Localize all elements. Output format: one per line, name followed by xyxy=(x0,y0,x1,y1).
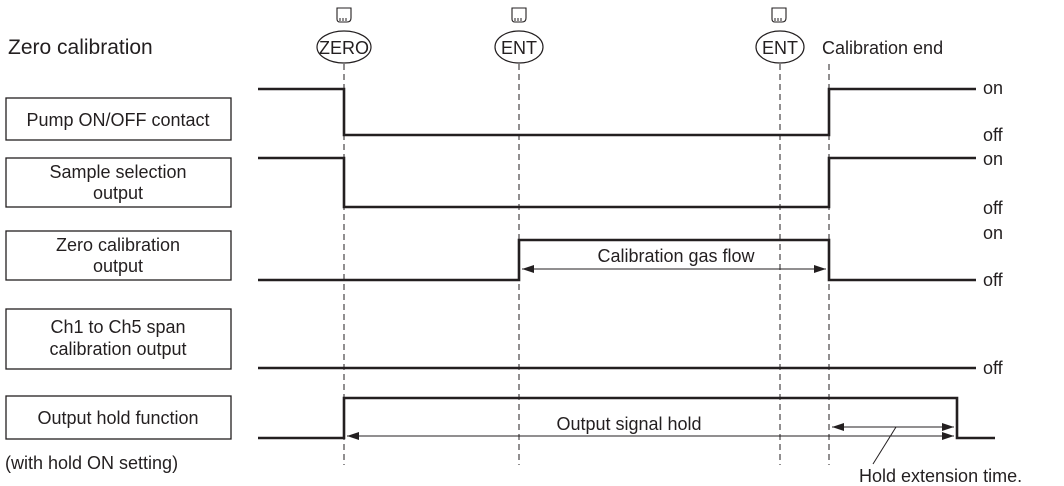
state-label-on: on xyxy=(983,149,1003,169)
signal-label: Pump ON/OFF contact xyxy=(26,110,209,130)
zero-key-label: ZERO xyxy=(319,38,369,58)
signal-label-box xyxy=(5,395,232,440)
zero-key-marker: ZERO xyxy=(316,7,372,64)
ent-key-marker-1: ENT xyxy=(494,7,544,64)
waveform-zero-calibration xyxy=(258,238,976,282)
diagram-title: Zero calibration xyxy=(8,36,153,59)
waveform-pump-contact xyxy=(258,87,976,137)
waveform-output-hold xyxy=(258,396,995,440)
state-label-off: off xyxy=(983,125,1004,145)
ent-key-marker-2: ENT xyxy=(755,7,805,64)
zero-key-ellipse xyxy=(316,30,372,64)
output-signal-hold-arrow xyxy=(347,432,954,440)
state-label-off: off xyxy=(983,270,1004,290)
signal-span-calibration: Ch1 to Ch5 span calibration output xyxy=(5,308,232,370)
hold-extension-arrow xyxy=(832,423,954,465)
signal-label-box xyxy=(5,157,232,208)
calibration-gas-flow-arrow xyxy=(522,265,826,273)
calibration-gas-flow-label: Calibration gas flow xyxy=(597,246,755,266)
ent-key-ellipse-1 xyxy=(494,30,544,64)
state-label-on: on xyxy=(983,78,1003,98)
calibration-end-label: Calibration end xyxy=(822,38,943,58)
signal-label: output xyxy=(93,183,143,203)
signal-label-box xyxy=(5,97,232,141)
signal-label: calibration output xyxy=(49,339,186,359)
state-label-off: off xyxy=(983,358,1004,378)
hold-setting-note: (with hold ON setting) xyxy=(5,453,178,473)
signal-label: output xyxy=(93,256,143,276)
signal-label-box xyxy=(5,308,232,370)
signal-pump-contact: Pump ON/OFF contact xyxy=(5,97,232,141)
signal-output-hold: Output hold function xyxy=(5,395,232,440)
signal-label: Zero calibration xyxy=(56,235,180,255)
signal-label: Sample selection xyxy=(49,162,186,182)
ent-key-label-2: ENT xyxy=(762,38,798,58)
signal-label: Ch1 to Ch5 span xyxy=(50,317,185,337)
hand-press-icon xyxy=(336,7,352,23)
signal-label: Output hold function xyxy=(37,408,198,428)
hand-press-icon xyxy=(771,7,787,23)
state-label-off: off xyxy=(983,198,1004,218)
ent-key-ellipse-2 xyxy=(755,30,805,64)
signal-label-box xyxy=(5,230,232,281)
ent-key-label-1: ENT xyxy=(501,38,537,58)
signal-zero-calibration: Zero calibration output xyxy=(5,230,232,281)
hold-extension-label: Hold extension time. xyxy=(859,466,1022,486)
hand-press-icon xyxy=(511,7,527,23)
waveform-sample-selection xyxy=(258,156,976,209)
signal-sample-selection: Sample selection output xyxy=(5,157,232,208)
state-label-on: on xyxy=(983,223,1003,243)
output-signal-hold-label: Output signal hold xyxy=(556,414,701,434)
